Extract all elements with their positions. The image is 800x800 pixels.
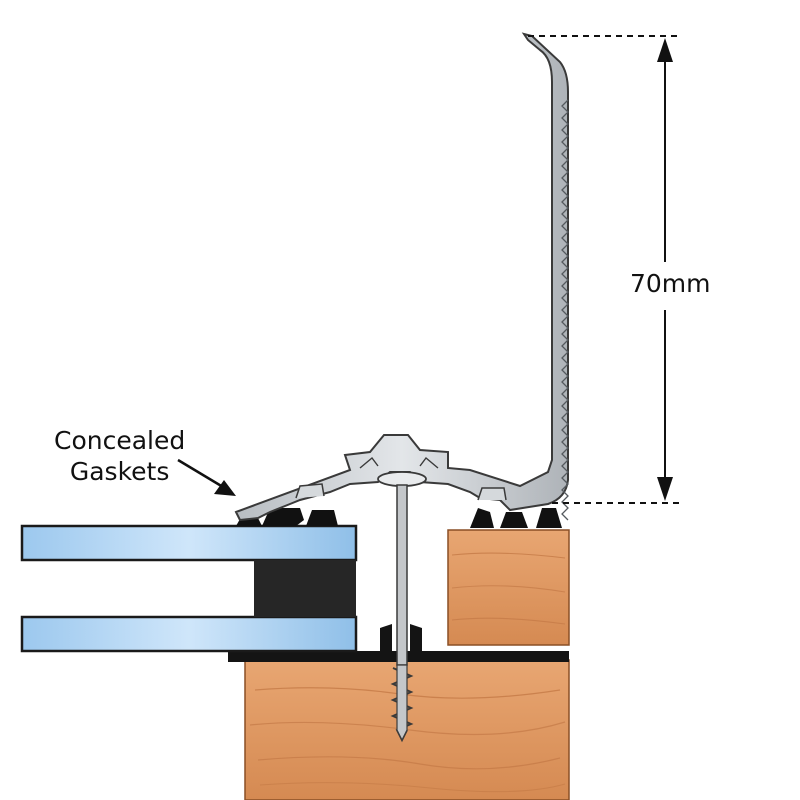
base-gasket-strip: [228, 624, 569, 662]
upper-glass-pane: [20, 524, 358, 562]
gasket-pointer-arrow: [177, 458, 236, 496]
dimension-arrow-top: [657, 38, 673, 62]
concealed-gaskets-label-line1: Concealed: [54, 426, 186, 455]
upper-timber-block: [447, 529, 570, 646]
screw-shank: [396, 484, 408, 666]
dimension-label: 70mm: [628, 268, 713, 300]
concealed-gaskets-label: Concealed Gaskets: [54, 425, 185, 488]
lower-glass-pane: [20, 615, 358, 653]
double-glazed-unit: [20, 524, 358, 653]
aluminium-glazing-bar: [234, 32, 569, 522]
concealed-gaskets-label-line2: Gaskets: [69, 457, 170, 487]
fixing-screw: [377, 471, 427, 743]
aluminium-profile: [234, 32, 569, 522]
edge-spacer-seal: [254, 560, 356, 617]
concealed-gaskets: [236, 508, 562, 528]
screw-head: [377, 471, 427, 487]
upstand-serrations: [561, 99, 569, 521]
dimension-indicator: [528, 35, 680, 504]
dimension-arrow-bottom: [657, 477, 673, 501]
